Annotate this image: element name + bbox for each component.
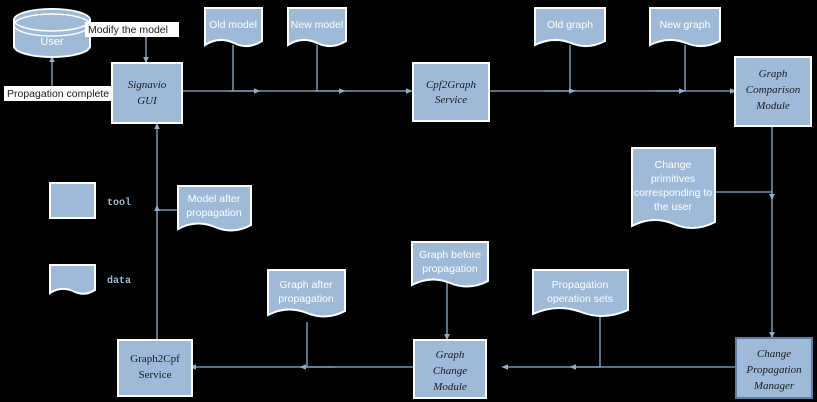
edge-label-bg (4, 86, 116, 101)
node-box (117, 339, 193, 397)
node-box (734, 56, 812, 127)
doc-shape (649, 7, 721, 47)
node-model-after-propagation[interactable]: Model after propagation (177, 185, 252, 232)
node-propagation-operation-sets[interactable]: Propagation operation sets (532, 269, 629, 317)
doc-shape (177, 185, 252, 232)
doc-shape (631, 147, 716, 229)
node-line-2: GUI (137, 95, 158, 107)
legend-item-tool: tool (49, 182, 131, 219)
doc-line-4: the user (654, 201, 692, 213)
doc-shape (532, 269, 629, 317)
node-graph-comparison-module[interactable]: Graph Comparison Module (734, 56, 812, 127)
node-box (735, 337, 813, 399)
edge-label-propagation-complete: Propagation complete (4, 86, 116, 101)
node-line-1: Signavio (128, 79, 167, 91)
doc-line-2: primitives (651, 173, 695, 185)
doc-line-2: operation sets (547, 293, 613, 305)
doc-shape (204, 7, 263, 47)
doc-line-1: Old model (209, 19, 257, 31)
node-line-3: Manager (753, 380, 795, 392)
node-line-3: Module (432, 381, 467, 393)
doc-line-2: propagation (186, 207, 242, 219)
node-graph-after-propagation[interactable]: Graph after propagation (267, 269, 346, 318)
legend-label-data: data (107, 275, 131, 287)
doc-line-3: corresponding to (634, 187, 712, 199)
doc-line-1: Propagation (552, 279, 609, 291)
doc-shape (411, 241, 489, 288)
edge-label-bg (85, 22, 179, 37)
node-new-graph[interactable]: New graph (649, 7, 721, 47)
legend-item-data: data (49, 264, 131, 295)
doc-line-1: Change (655, 159, 692, 171)
node-change-primitives[interactable]: Change primitives corresponding to the u… (631, 147, 716, 229)
node-line-2: Service (435, 94, 467, 106)
node-signavio-gui[interactable]: Signavio GUI (111, 62, 183, 124)
doc-shape (267, 269, 346, 318)
node-graph2cpf-service[interactable]: Graph2Cpf Service (117, 339, 193, 397)
node-graph-change-module[interactable]: Graph Change Module (413, 339, 487, 399)
legend-label-tool: tool (107, 197, 131, 209)
node-old-model[interactable]: Old model (204, 7, 263, 47)
legend-swatch-tool (49, 182, 96, 219)
edge-label-text: Modify the model (88, 24, 168, 36)
edge-label-modify-model: Modify the model (85, 22, 179, 37)
node-box (412, 62, 490, 122)
doc-shape (534, 7, 606, 47)
edge-layer (49, 28, 775, 370)
node-box (111, 62, 183, 124)
doc-line-2: propagation (278, 293, 334, 305)
node-user[interactable]: User (13, 8, 91, 58)
doc-line-1: Model after (188, 193, 241, 205)
legend-swatch-data (49, 264, 96, 295)
node-old-graph[interactable]: Old graph (534, 7, 606, 47)
cylinder-top (13, 8, 91, 32)
node-line-1: Graph (759, 68, 788, 80)
node-line-2: Propagation (745, 364, 802, 376)
doc-line-1: New graph (660, 19, 711, 31)
doc-line-2: propagation (422, 263, 478, 275)
node-change-propagation-manager[interactable]: Change Propagation Manager (735, 337, 813, 399)
node-box (413, 339, 487, 399)
node-line-2: Change (433, 365, 467, 377)
node-line-2: Service (139, 369, 172, 381)
doc-line-1: Graph after (279, 279, 333, 291)
doc-shape (287, 7, 347, 47)
doc-line-1: Graph before (419, 249, 481, 261)
node-user-label: User (40, 36, 64, 48)
node-line-1: Graph (436, 349, 465, 361)
doc-line-1: Old graph (547, 19, 593, 31)
node-line-3: Module (755, 100, 790, 112)
node-cpf2graph-service[interactable]: Cpf2Graph Service (412, 62, 490, 122)
doc-line-1: New model (291, 19, 344, 31)
node-new-model[interactable]: New model (287, 7, 347, 47)
node-line-2: Comparison (746, 84, 801, 96)
node-line-1: Change (757, 348, 791, 360)
node-line-1: Cpf2Graph (426, 79, 477, 91)
node-graph-before-propagation[interactable]: Graph before propagation (411, 241, 489, 288)
edge-label-text: Propagation complete (7, 88, 109, 100)
node-line-1: Graph2Cpf (130, 353, 180, 365)
